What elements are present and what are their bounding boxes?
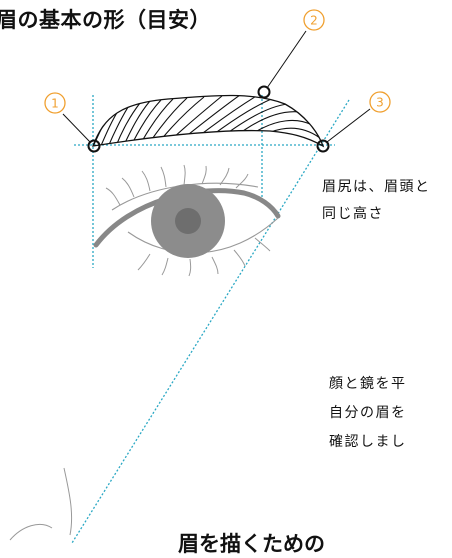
eyebrow-outline: [92, 94, 325, 148]
mirror-note-line-1: 顔と鏡を平: [329, 376, 407, 392]
upper-eyelid: [93, 188, 281, 248]
mirror-note: 顔と鏡を平 自分の眉を 確認しまし: [329, 370, 407, 457]
eye: [93, 164, 281, 277]
marker-3-label: 3: [376, 96, 384, 110]
page-title: 眉の基本の形（目安）: [0, 8, 211, 32]
brow-tail-point: [316, 139, 330, 153]
marker-2: 2: [303, 9, 325, 31]
mirror-note-line-3: 確認しまし: [329, 434, 407, 450]
marker-1-circle: [44, 92, 66, 114]
brow-tail-note: 眉尻は、眉頭と 同じ高さ: [322, 174, 431, 228]
nose-curve: [9, 524, 53, 541]
lower-eyelashes: [137, 237, 271, 277]
marker-1-label: 1: [51, 97, 59, 111]
marker-3-circle: [369, 91, 391, 113]
upper-eyelashes: [105, 164, 249, 206]
marker-1: 1: [44, 92, 66, 114]
section-title: 眉を描くための: [178, 532, 325, 556]
marker-2-circle: [303, 9, 325, 31]
brow-tail-note-line-1: 眉尻は、眉頭と: [322, 179, 431, 195]
diagonal-guide-line: [71, 99, 350, 543]
mirror-note-line-2: 自分の眉を: [329, 405, 407, 421]
brow-peak-point: [257, 85, 271, 99]
marker-2-label: 2: [310, 14, 318, 28]
eyebrow-diagram: 1 2 3: [9, 9, 391, 543]
brow-tail-note-line-2: 同じ高さ: [322, 206, 384, 222]
marker-3: 3: [369, 91, 391, 113]
brow-head-point: [87, 139, 101, 153]
pupil: [175, 208, 201, 234]
face-contour: [63, 467, 73, 536]
leader-lines: [62, 30, 371, 143]
guide-lines: [71, 95, 350, 543]
